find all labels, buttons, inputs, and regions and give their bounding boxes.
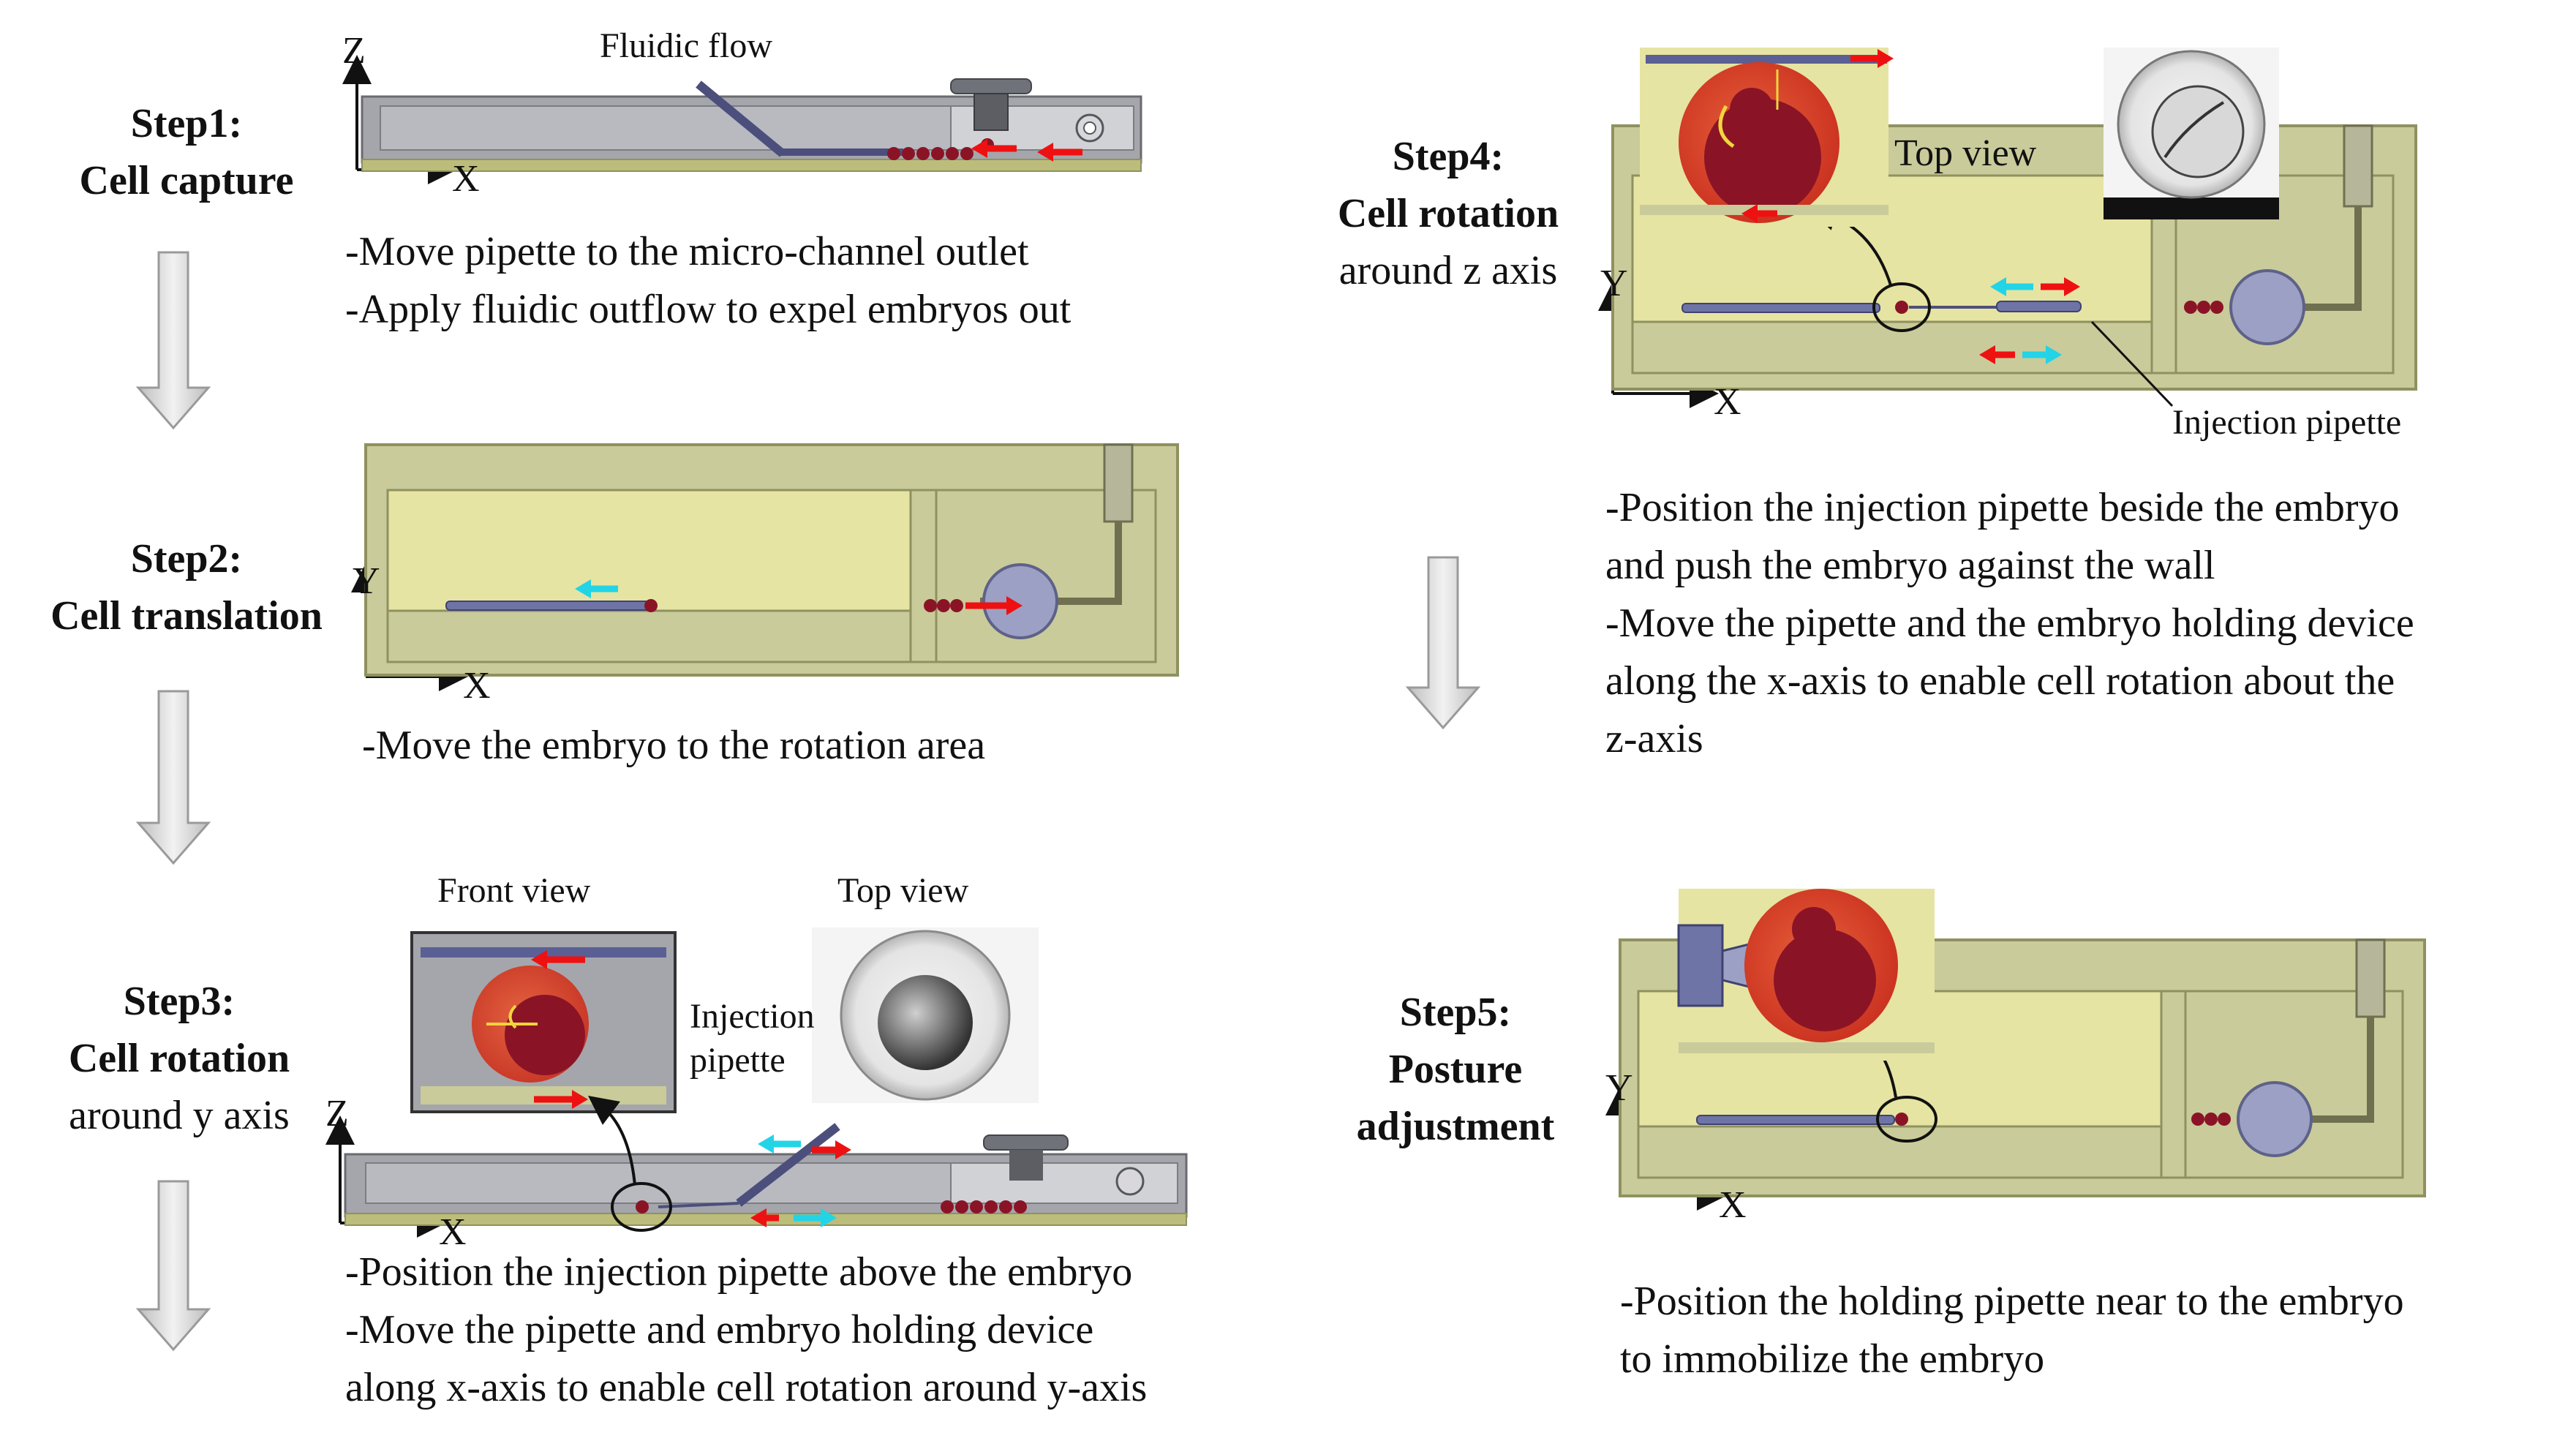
step5-name: Posture [1388, 1047, 1523, 1092]
step1-title-block: Step1: Cell capture [44, 95, 329, 209]
step4-name: Cell rotation [1337, 191, 1559, 236]
step5-title-block: Step5: Posture adjustment [1324, 984, 1587, 1155]
step3-device-side-view [325, 1095, 1188, 1238]
step1-description: -Move pipette to the micro-channel outle… [345, 223, 1071, 339]
step1-fluidic-flow-label: Fluidic flow [600, 26, 772, 65]
step5-title: Step5: [1399, 990, 1512, 1035]
step3-name: Cell rotation [68, 1036, 290, 1081]
step3-title: Step3: [123, 979, 236, 1024]
step4-desc-line-2: and push the embryo against the wall [1605, 543, 2215, 588]
step3-desc-line-3: along x-axis to enable cell rotation aro… [345, 1365, 1148, 1410]
step4-injection-pipette-label: Injection pipette [2172, 403, 2402, 442]
step1-desc-line-1: -Move pipette to the micro-channel outle… [345, 229, 1029, 274]
step2-name: Cell translation [50, 593, 323, 639]
step5-holding-inset [1677, 889, 1935, 1061]
flow-arrow-2 [135, 690, 211, 865]
step4-desc-line-4: along the x-axis to enable cell rotation… [1605, 658, 2395, 704]
step2-desc-line-1: -Move the embryo to the rotation area [362, 723, 986, 768]
step4-desc-line-1: -Position the injection pipette beside t… [1605, 485, 2400, 530]
flow-arrow-3 [135, 1180, 211, 1352]
step3-axis-z: Z [325, 1093, 349, 1134]
step4-title-block: Step4: Cell rotation around z axis [1309, 128, 1587, 299]
step1-axis-x: X [452, 158, 480, 200]
step1-desc-line-2: -Apply fluidic outflow to expel embryos … [345, 287, 1072, 332]
step3-top-view-microscope [812, 927, 1039, 1103]
step4-microscope-view [2104, 48, 2279, 219]
step2-title: Step2: [130, 536, 243, 582]
step3-sub: around y axis [69, 1093, 290, 1138]
step5-axis-x: X [1719, 1184, 1747, 1226]
step2-description: -Move the embryo to the rotation area [362, 717, 985, 775]
step4-desc-line-3: -Move the pipette and the embryo holding… [1605, 601, 2414, 646]
step3-description: -Position the injection pipette above th… [345, 1243, 1147, 1417]
step3-desc-line-1: -Position the injection pipette above th… [345, 1249, 1133, 1295]
step4-top-view-inset [1640, 48, 1894, 227]
step5-axis-y: Y [1605, 1067, 1633, 1109]
step3-top-view-label: Top view [837, 871, 969, 910]
step5-name-2: adjustment [1356, 1104, 1555, 1149]
step1-name: Cell capture [79, 158, 294, 203]
step4-top-view-label: Top view [1894, 132, 2037, 174]
step1-device-side-view [342, 55, 1142, 184]
flow-arrow-1 [135, 251, 211, 430]
step4-axis-y: Y [1600, 263, 1628, 304]
step3-front-view-inset [410, 931, 677, 1113]
step2-axis-y: Y [353, 560, 380, 602]
step4-description: -Position the injection pipette beside t… [1605, 479, 2414, 768]
step3-injection-label-2: pipette [690, 1041, 786, 1080]
step1-axis-z: Z [342, 30, 366, 72]
step3-front-view-label: Front view [437, 871, 591, 910]
step3-injection-label-1: Injection [690, 997, 815, 1036]
flow-arrow-4 [1405, 556, 1481, 730]
step3-axis-x: X [439, 1211, 467, 1253]
step5-desc-line-1: -Position the holding pipette near to th… [1620, 1279, 2404, 1324]
step4-title: Step4: [1392, 134, 1504, 179]
step4-desc-line-5: z-axis [1605, 716, 1703, 761]
step3-desc-line-2: -Move the pipette and embryo holding dev… [345, 1307, 1094, 1352]
step2-title-block: Step2: Cell translation [15, 530, 358, 644]
step3-title-block: Step3: Cell rotation around y axis [37, 973, 322, 1144]
step5-description: -Position the holding pipette near to th… [1620, 1273, 2404, 1388]
step2-axis-x: X [463, 665, 491, 707]
step5-desc-line-2: to immobilize the embryo [1620, 1336, 2045, 1382]
step4-axis-x: X [1714, 381, 1741, 423]
step1-title: Step1: [130, 101, 243, 146]
step2-device-top-view [351, 443, 1179, 691]
step4-sub: around z axis [1338, 248, 1558, 293]
